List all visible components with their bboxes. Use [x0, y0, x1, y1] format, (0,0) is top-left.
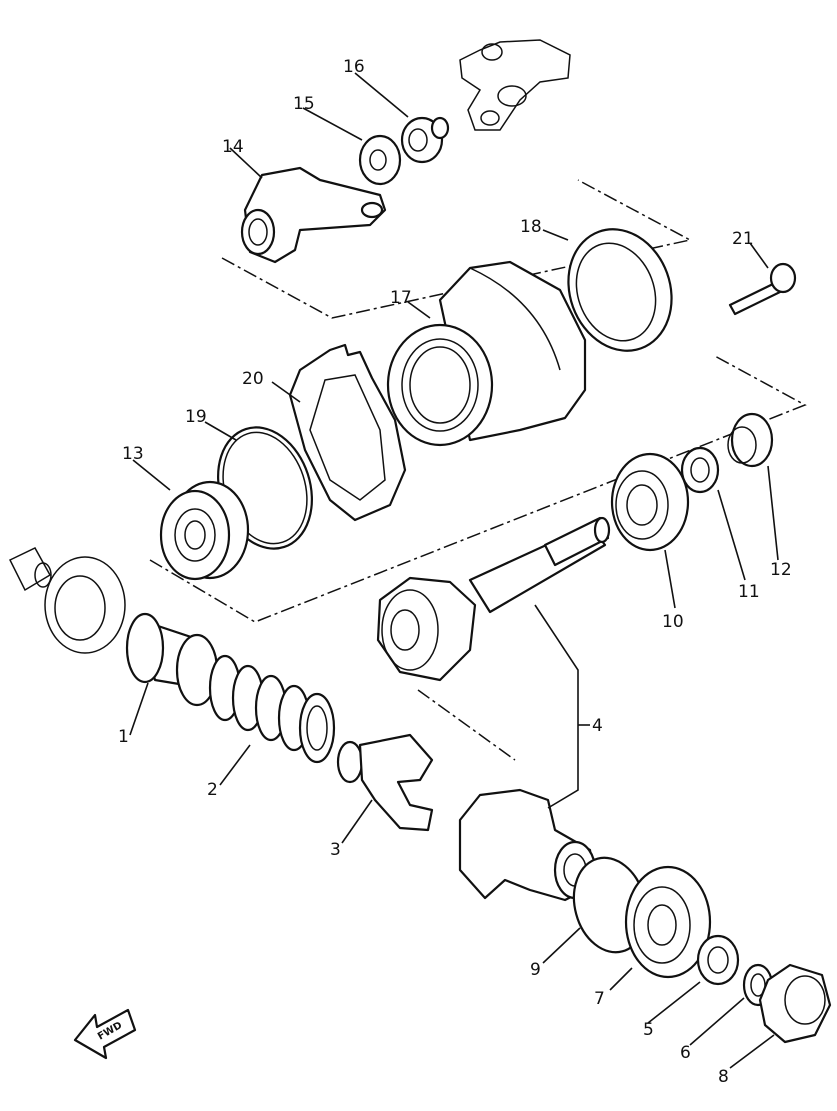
callout-18: 18: [520, 217, 542, 237]
lock-plate-part: [288, 343, 407, 522]
spring-part: [208, 654, 336, 764]
callout-15: 15: [293, 94, 315, 114]
callout-6: 6: [680, 1043, 691, 1063]
yoke-part: [240, 166, 387, 264]
callout-14: 14: [222, 137, 244, 157]
collar-part: [727, 412, 774, 468]
nut-part: [758, 963, 832, 1044]
outer-bearing-part: [44, 556, 126, 654]
bushing-part: [400, 116, 450, 164]
bolt-part: [728, 262, 797, 316]
callout-5: 5: [643, 1020, 654, 1040]
universal-joint-part: [459, 39, 571, 131]
callout-labels: 1 2 3 4 5 6 7 8 9 10 11 12 13 14 15 16 1…: [118, 57, 792, 1087]
input-shaft-stub: [8, 547, 52, 592]
leader-lines: [129, 72, 779, 1069]
callout-13: 13: [122, 444, 144, 464]
callout-19: 19: [185, 407, 207, 427]
bearing-10-part: [610, 452, 690, 552]
callout-8: 8: [718, 1067, 729, 1087]
bearing-13-part: [159, 480, 250, 581]
callout-17: 17: [390, 288, 412, 308]
callout-12: 12: [770, 560, 792, 580]
callout-10: 10: [662, 612, 684, 632]
callout-4: 4: [592, 716, 603, 736]
callout-2: 2: [207, 780, 218, 800]
callout-9: 9: [530, 960, 541, 980]
coupling-part: [336, 733, 434, 832]
callout-3: 3: [330, 840, 341, 860]
callout-16: 16: [343, 57, 365, 77]
callout-11: 11: [738, 582, 760, 602]
forward-arrow-icon: FWD: [73, 1008, 137, 1060]
washer-part: [696, 934, 740, 986]
sleeve-part: [125, 612, 219, 707]
callout-1: 1: [118, 727, 129, 747]
callout-20: 20: [242, 369, 264, 389]
shim-part: [680, 446, 720, 494]
callout-21: 21: [732, 229, 754, 249]
bearing-7-part: [624, 865, 712, 979]
bearing-housing-part: [386, 260, 587, 447]
seal-ring-part: [567, 228, 673, 352]
pinion-shaft-part: [376, 516, 611, 682]
spacer-part: [358, 134, 402, 186]
callout-7: 7: [594, 989, 605, 1009]
